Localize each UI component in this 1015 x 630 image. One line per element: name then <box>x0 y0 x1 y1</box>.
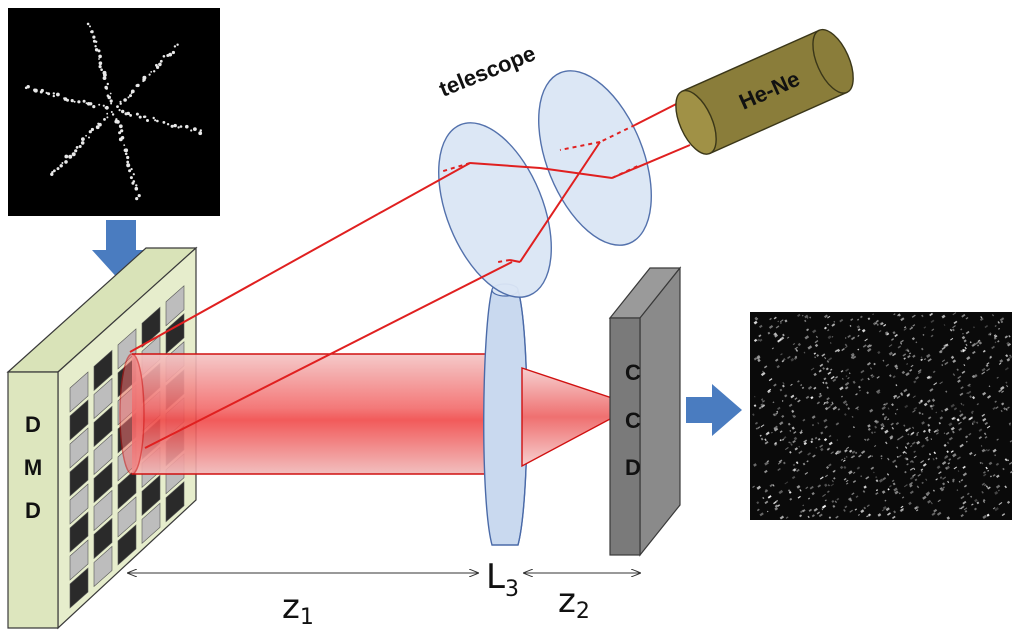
input-pattern-image <box>8 8 220 216</box>
output-right-arrow <box>686 384 742 436</box>
dmd-letter-2: M <box>24 455 42 480</box>
l3-label: L3 <box>486 557 519 602</box>
telescope-lens-2 <box>538 70 652 246</box>
telescope-label: telescope <box>435 40 538 101</box>
dmd-letter-3: D <box>25 498 41 523</box>
input-down-arrow <box>92 220 150 282</box>
focused-beam-cone <box>521 367 613 468</box>
distance-markers: z1 L3 z2 <box>128 557 640 630</box>
z2-label: z2 <box>558 581 590 624</box>
laser-rays <box>129 96 691 449</box>
ccd-camera: C C D <box>608 266 682 557</box>
lens-l3 <box>483 283 528 546</box>
collimated-beam <box>119 353 500 475</box>
dmd-letter-1: D <box>25 412 41 437</box>
ccd-letter-3: D <box>625 455 641 480</box>
ccd-letter-1: C <box>625 360 641 385</box>
ccd-letter-2: C <box>625 408 641 433</box>
speckle-output-image <box>750 312 1014 520</box>
he-ne-laser: He-Ne <box>675 28 854 155</box>
z1-label: z1 <box>282 587 314 630</box>
